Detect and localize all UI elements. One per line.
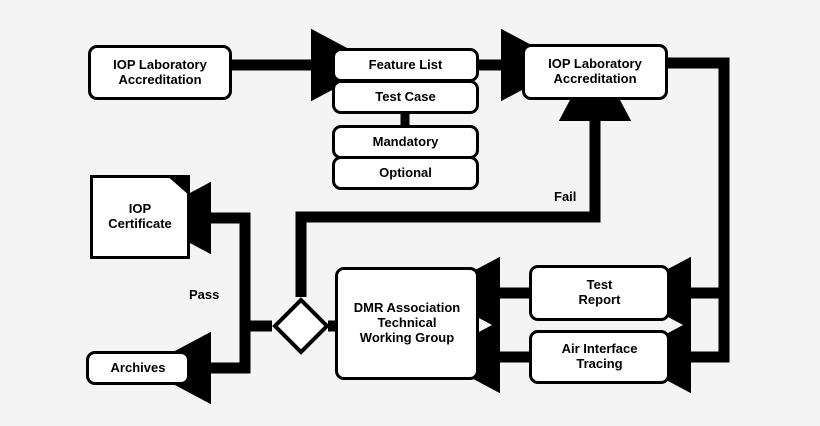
node-label: Test Case <box>375 88 436 104</box>
node-archives[interactable]: Archives <box>86 351 190 385</box>
document-fold-icon <box>166 175 190 196</box>
node-iop-lab-accreditation-right[interactable]: IOP Laboratory Accreditation <box>522 44 668 100</box>
edge-decision-pass-to-certificate <box>143 181 251 326</box>
node-label: Feature List <box>368 56 443 72</box>
edge-decision-pass-to-archives <box>143 326 251 405</box>
edge-label-pass: Pass <box>189 287 220 302</box>
node-label: Air Interface Tracing <box>561 341 638 371</box>
node-dmr-association-twg[interactable]: DMR Association Technical Working Group <box>335 267 479 380</box>
edge-decision-fail-to-lab-right <box>295 53 632 297</box>
node-label: IOP Laboratory Accreditation <box>548 56 642 86</box>
node-air-interface-tracing[interactable]: Air Interface Tracing <box>529 330 670 384</box>
node-test-report[interactable]: Test Report <box>529 265 670 321</box>
node-test-case[interactable]: Test Case <box>332 80 479 114</box>
node-label: Test Report <box>578 277 621 307</box>
node-label: IOP Certificate <box>108 201 172 231</box>
edge-lab-right-to-test-report <box>623 57 730 330</box>
node-feature-list[interactable]: Feature List <box>332 48 479 82</box>
node-label: Mandatory <box>372 133 439 149</box>
node-label: IOP Laboratory Accreditation <box>113 56 207 87</box>
node-label: DMR Association Technical Working Group <box>353 300 461 345</box>
node-optional[interactable]: Optional <box>332 156 479 190</box>
node-decision-diamond[interactable] <box>272 297 330 355</box>
node-iop-lab-accreditation-left[interactable]: IOP Laboratory Accreditation <box>88 45 232 100</box>
edge-lab-right-to-air-interface-tracing <box>623 293 730 394</box>
node-label: Archives <box>110 359 166 375</box>
edge-label-fail: Fail <box>554 189 577 204</box>
node-label: Optional <box>379 164 432 180</box>
node-mandatory[interactable]: Mandatory <box>332 125 479 159</box>
